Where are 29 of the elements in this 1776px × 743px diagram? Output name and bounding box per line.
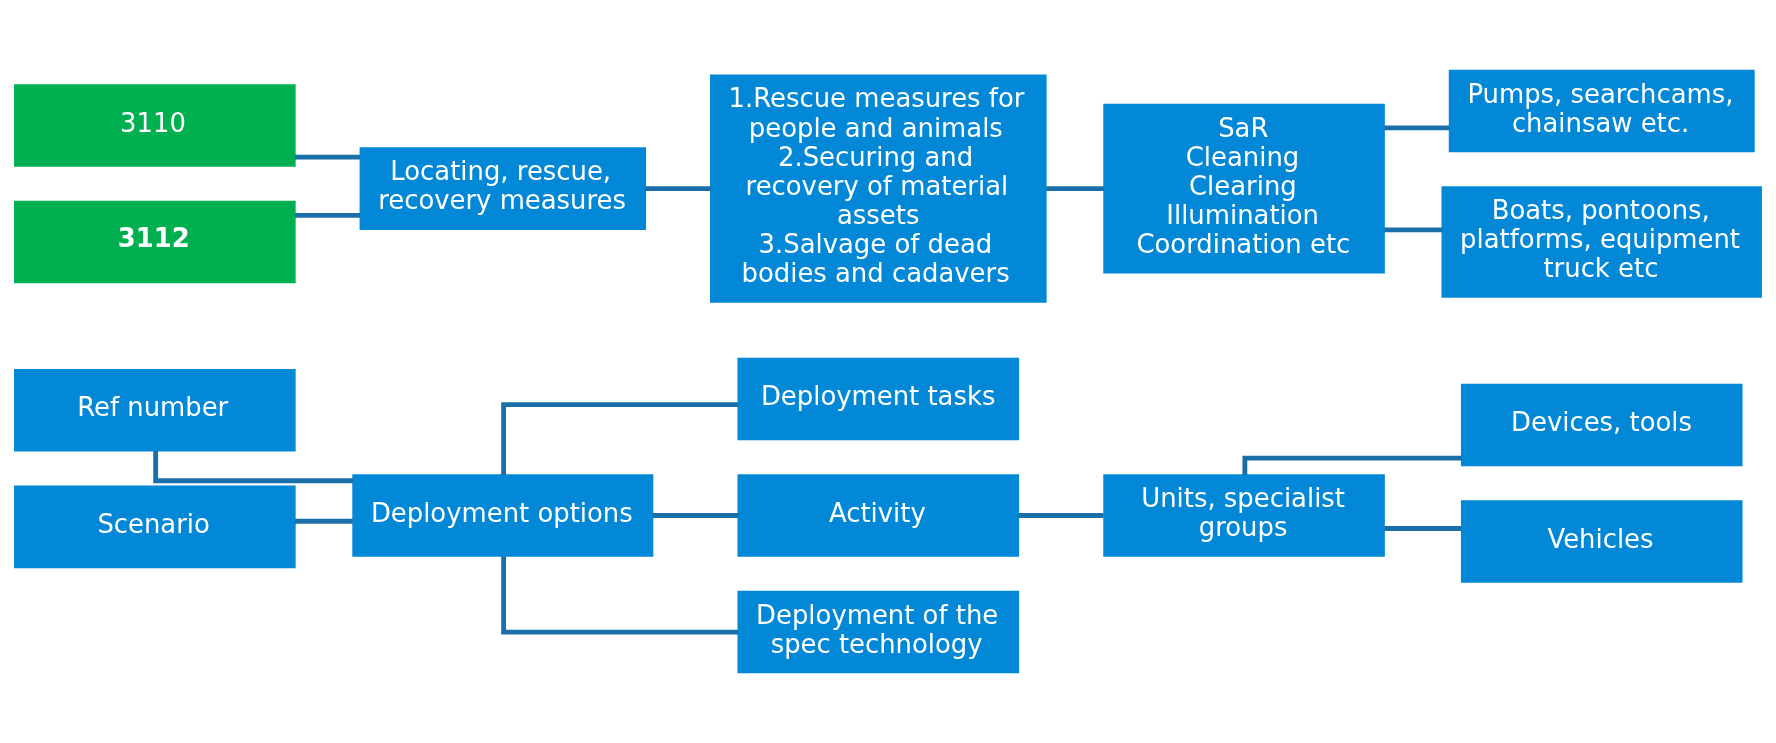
- node-box: 1.Rescue measures for people and animals 2.Securing and recovery of material assets 3.Salvage of dead bodies and cadavers: [709, 74, 1047, 303]
- node-box: Boats, pontoons, platforms, equipment truck etc: [1441, 186, 1762, 298]
- connector: [645, 186, 711, 192]
- connector: [1384, 125, 1450, 131]
- connector: [1242, 455, 1462, 475]
- connector: [652, 513, 739, 518]
- connector: [1384, 526, 1462, 531]
- node-box: Ref number: [14, 369, 296, 452]
- node-box: Pumps, searchcams, chainsaw etc.: [1448, 69, 1755, 153]
- node-box: Deployment tasks: [737, 357, 1020, 441]
- connector: [294, 212, 361, 218]
- connector: [1018, 513, 1104, 518]
- node-box: 3112: [14, 200, 296, 284]
- node-box: Scenario: [14, 485, 296, 569]
- connector: [501, 556, 739, 635]
- node-box: Deployment of the spec technology: [737, 590, 1020, 674]
- node-box: Locating, rescue, recovery measures: [359, 147, 647, 230]
- connector: [294, 154, 361, 160]
- connector: [1046, 186, 1104, 192]
- node-box: Devices, tools: [1460, 383, 1743, 467]
- connector: [294, 518, 353, 524]
- node-box: Deployment options: [352, 474, 654, 557]
- node-box: Vehicles: [1460, 500, 1743, 583]
- node-box: 3110: [14, 84, 296, 167]
- connector: [1384, 227, 1443, 233]
- node-box: SaR Cleaning Clearing Illumination Coordination etc: [1103, 103, 1385, 274]
- connector: [501, 402, 739, 475]
- node-box: Activity: [737, 474, 1020, 557]
- node-box: Units, specialist groups: [1103, 474, 1385, 557]
